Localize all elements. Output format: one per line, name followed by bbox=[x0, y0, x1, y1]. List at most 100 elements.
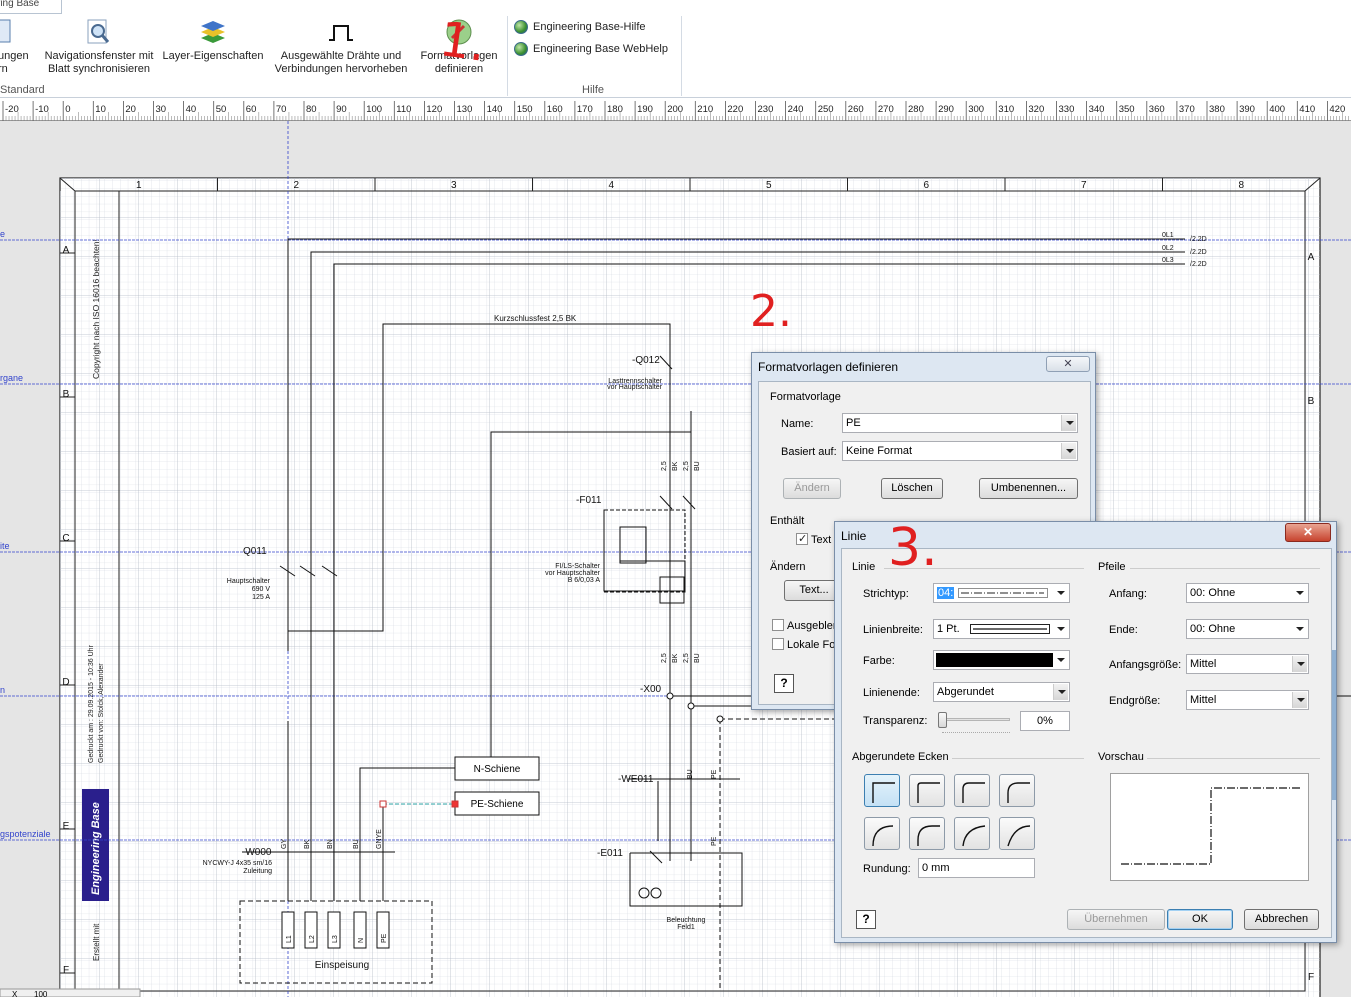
chevron-down-icon[interactable] bbox=[1061, 443, 1076, 459]
ribbon-button-hervorheben[interactable]: Ausgewählte Drähte und Verbindungen herv… bbox=[268, 18, 414, 76]
frame-corner bbox=[59, 177, 76, 192]
bus-ref[interactable]: /2.2D bbox=[1190, 236, 1207, 243]
ribbon: ring Base ungen rn Navigationsfenster mi… bbox=[0, 0, 1351, 98]
section-linie: Linie bbox=[852, 561, 876, 573]
chevron-down-icon[interactable] bbox=[1053, 684, 1068, 700]
name-combo[interactable]: PE bbox=[842, 413, 1078, 433]
chevron-down-icon[interactable] bbox=[1053, 585, 1068, 601]
ruler-label: 10 bbox=[95, 104, 106, 115]
n-schiene-box[interactable] bbox=[454, 756, 540, 781]
ok-button[interactable]: OK bbox=[1167, 909, 1233, 930]
rundung-input[interactable]: 0 mm bbox=[918, 858, 1035, 878]
chevron-down-icon[interactable] bbox=[1053, 621, 1068, 637]
zoom-x-label: X bbox=[12, 990, 18, 997]
group-label-standard: Standard bbox=[0, 84, 45, 96]
transparenz-slider-track[interactable] bbox=[938, 718, 1010, 721]
corner-style-button[interactable] bbox=[954, 817, 990, 850]
app-tab[interactable]: ring Base bbox=[0, 0, 62, 14]
endgroesse-combo[interactable]: Mittel bbox=[1186, 690, 1309, 710]
corner-style-button[interactable] bbox=[999, 817, 1035, 850]
ribbon-button-navigationsfenster[interactable]: Navigationsfenster mit Blatt synchronisi… bbox=[40, 18, 158, 76]
corner-style-button[interactable] bbox=[999, 774, 1035, 807]
text-button[interactable]: Text... bbox=[784, 580, 844, 601]
column-label: 3 bbox=[451, 180, 457, 191]
zoom-strip[interactable] bbox=[0, 988, 141, 997]
terminal[interactable] bbox=[376, 911, 390, 949]
ruler-label: 120 bbox=[426, 104, 442, 115]
ruler-label: 220 bbox=[727, 104, 743, 115]
terminal[interactable] bbox=[281, 911, 295, 949]
layers-icon bbox=[201, 21, 225, 43]
transparenz-slider-thumb[interactable] bbox=[938, 712, 947, 728]
aendern-button[interactable]: Ändern bbox=[783, 478, 841, 499]
ende-combo[interactable]: 00: Ohne bbox=[1186, 619, 1309, 639]
bus-ref[interactable]: /2.2D bbox=[1190, 261, 1207, 268]
help-icon[interactable]: ? bbox=[774, 674, 794, 693]
ende-value: 00: Ohne bbox=[1190, 623, 1236, 635]
corner-style-button[interactable] bbox=[864, 817, 900, 850]
corner-style-button[interactable] bbox=[864, 774, 900, 807]
terminal[interactable] bbox=[353, 911, 367, 949]
ruler-label: 400 bbox=[1269, 104, 1285, 115]
transparenz-input[interactable]: 0% bbox=[1020, 711, 1070, 731]
ruler-label: 30 bbox=[156, 104, 167, 115]
contains-text-checkbox[interactable] bbox=[796, 532, 808, 545]
close-button[interactable]: ✕ bbox=[1285, 523, 1331, 542]
corner-style-button[interactable] bbox=[954, 774, 990, 807]
lokale-checkbox[interactable] bbox=[772, 638, 784, 650]
ruler-label: 420 bbox=[1329, 104, 1345, 115]
chevron-down-icon[interactable] bbox=[1292, 621, 1307, 637]
corner-style-button[interactable] bbox=[909, 774, 945, 807]
corner-style-button[interactable] bbox=[909, 817, 945, 850]
q012-desc: Lasttrennschalter bbox=[608, 378, 662, 385]
ribbon-button-zeichnungen[interactable]: ungen rn bbox=[0, 18, 29, 76]
ruler-label: 390 bbox=[1239, 104, 1255, 115]
printed-by-text: Gedruckt von: Stolck, Alexander bbox=[98, 663, 105, 763]
chevron-down-icon[interactable] bbox=[1053, 652, 1068, 668]
terminal[interactable] bbox=[327, 911, 341, 949]
farbe-combo[interactable] bbox=[933, 650, 1070, 670]
dash-dot-preview bbox=[958, 588, 1048, 598]
ausgeblendet-checkbox[interactable] bbox=[772, 619, 784, 631]
f011-box bbox=[603, 509, 686, 593]
selection-handle[interactable] bbox=[451, 800, 459, 808]
endgroesse-value: Mittel bbox=[1190, 694, 1217, 706]
anfangsgroesse-combo[interactable]: Mittel bbox=[1186, 654, 1309, 674]
loeschen-button[interactable]: Löschen bbox=[881, 478, 943, 499]
linienbreite-combo[interactable]: 1 Pt. bbox=[933, 619, 1070, 639]
wire-label: BN bbox=[327, 839, 334, 849]
contains-text-label: Text bbox=[811, 534, 832, 546]
bus-ref[interactable]: /2.2D bbox=[1190, 249, 1207, 256]
ruler-label: 230 bbox=[758, 104, 774, 115]
chevron-down-icon[interactable] bbox=[1292, 692, 1307, 708]
anfang-combo[interactable]: 00: Ohne bbox=[1186, 583, 1309, 603]
ribbon-button-layer[interactable]: Layer-Eigenschaften bbox=[160, 18, 266, 63]
uebernehmen-button[interactable]: Übernehmen bbox=[1067, 909, 1165, 930]
help-icon[interactable]: ? bbox=[856, 910, 876, 929]
selection-handle[interactable] bbox=[379, 800, 387, 808]
terminal[interactable] bbox=[304, 911, 318, 949]
close-button[interactable]: ✕ bbox=[1046, 356, 1090, 372]
chevron-down-icon[interactable] bbox=[1292, 585, 1307, 601]
help-link-hilfe[interactable]: Engineering Base-Hilfe bbox=[514, 20, 646, 34]
corner-style-icon bbox=[917, 782, 940, 803]
chevron-down-icon[interactable] bbox=[1292, 656, 1307, 672]
chevron-down-icon[interactable] bbox=[1061, 415, 1076, 431]
copyright-text: Copyright nach ISO 16016 beachten! bbox=[91, 239, 101, 379]
strichtyp-combo[interactable]: 04: bbox=[933, 583, 1070, 603]
help-link-webhelp[interactable]: Engineering Base WebHelp bbox=[514, 42, 668, 56]
linienende-combo[interactable]: Abgerundet bbox=[933, 682, 1070, 702]
terminal-label: L1 bbox=[286, 935, 293, 943]
ruler-label: 170 bbox=[577, 104, 593, 115]
q011-desc: Hauptschalter bbox=[227, 578, 271, 585]
lamp-symbol bbox=[638, 887, 650, 899]
umbenennen-button[interactable]: Umbenennen... bbox=[979, 478, 1078, 499]
abbrechen-button[interactable]: Abbrechen bbox=[1244, 909, 1319, 930]
ruler-label: 110 bbox=[396, 104, 411, 115]
ribbon-button-formatvorlagen[interactable]: Formatvorlagen definieren bbox=[416, 18, 502, 76]
based-on-combo[interactable]: Keine Format bbox=[842, 441, 1078, 461]
ende-label: Ende: bbox=[1109, 624, 1138, 636]
zoom-value[interactable]: 100 bbox=[34, 990, 48, 997]
